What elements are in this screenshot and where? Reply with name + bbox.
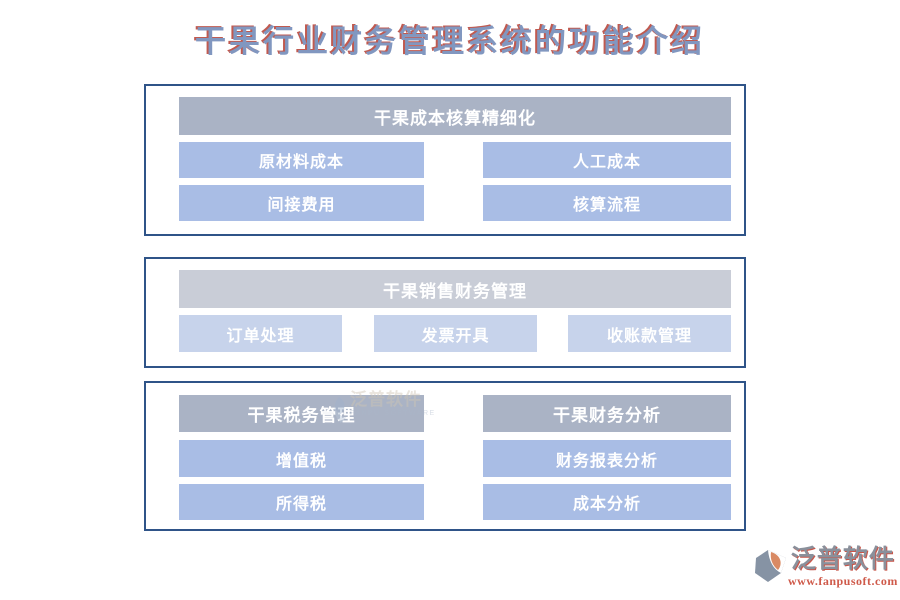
footer-brand-text: 泛普软件 www.fanpusoft.com (788, 545, 898, 588)
section-cost-accounting: 干果成本核算精细化 原材料成本 人工成本 间接费用 核算流程 (144, 84, 746, 236)
node-accounting-process: 核算流程 (483, 185, 731, 221)
fanpu-logo-icon (755, 550, 786, 582)
node-invoice-issuing: 发票开具 (374, 315, 537, 352)
node-income-tax: 所得税 (179, 484, 424, 520)
section-header-sales: 干果销售财务管理 (179, 270, 731, 308)
section-tax-and-analysis: 干果税务管理 干果财务分析 增值税 所得税 财务报表分析 成本分析 (144, 381, 746, 531)
node-financial-report-analysis: 财务报表分析 (483, 440, 731, 477)
node-raw-material-cost: 原材料成本 (179, 142, 424, 178)
node-labor-cost: 人工成本 (483, 142, 731, 178)
section-header-cost: 干果成本核算精细化 (179, 97, 731, 135)
section-sales-finance: 干果销售财务管理 订单处理 发票开具 收账款管理 (144, 257, 746, 368)
section-header-analysis: 干果财务分析 (483, 395, 731, 432)
node-receivables-management: 收账款管理 (568, 315, 731, 352)
footer-brand-name: 泛普软件 (790, 545, 895, 573)
node-order-processing: 订单处理 (179, 315, 342, 352)
footer-brand: 泛普软件 www.fanpusoft.com (752, 547, 898, 587)
section-header-tax: 干果税务管理 (179, 395, 424, 432)
node-cost-analysis: 成本分析 (483, 484, 731, 520)
footer-brand-url: www.fanpusoft.com (788, 574, 898, 588)
node-indirect-expense: 间接费用 (179, 185, 424, 221)
page-title: 干果行业财务管理系统的功能介绍 (195, 24, 705, 59)
node-vat: 增值税 (179, 440, 424, 477)
